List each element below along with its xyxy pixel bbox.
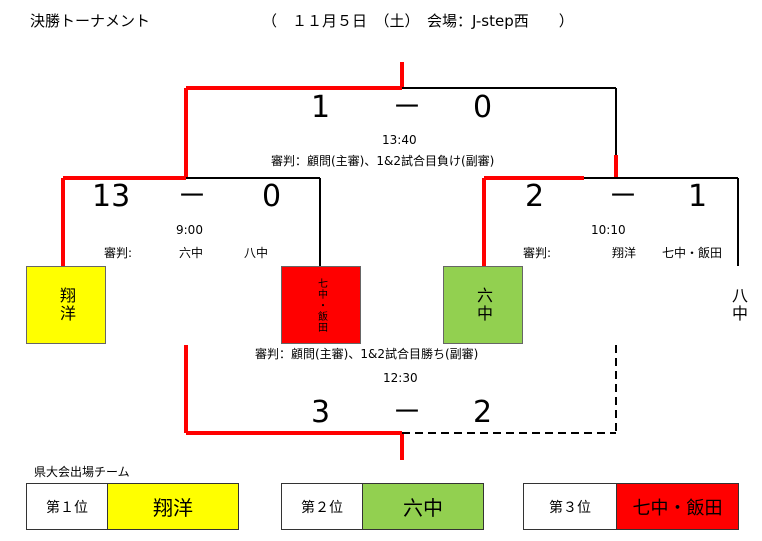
team-box-shoyo: 翔洋 <box>26 266 106 344</box>
semi1-score-left: 13 <box>92 179 131 214</box>
semi1-time: 9:00 <box>176 223 203 237</box>
rank-third: 第３位 七中・飯田 <box>523 483 739 530</box>
team-box-rokuchu: 六中 <box>443 266 523 344</box>
semi1-score-right: 0 <box>262 179 282 214</box>
team-name-nanachu: 七中・飯田 <box>315 277 327 333</box>
team-box-nanachu: 七中・飯田 <box>281 266 361 344</box>
rank-second-team: 六中 <box>363 484 483 529</box>
third-score-right: 2 <box>473 395 493 430</box>
semi2-score-right: 1 <box>688 179 708 214</box>
final-score-left: 1 <box>311 90 331 125</box>
rank-third-place: 第３位 <box>524 484 617 529</box>
third-time: 12:30 <box>383 371 418 385</box>
event-info: （ １１月５日 （土） 会場：J-step西 ） <box>262 12 574 30</box>
final-score-right: 0 <box>473 90 493 125</box>
semi2-referee-1: 翔洋 <box>612 246 637 260</box>
third-referee: 審判：顧問(主審)、1&2試合目勝ち(副審) <box>255 347 479 361</box>
semi1-referee-2: 八中 <box>244 246 269 260</box>
results-label: 県大会出場チーム <box>34 465 130 479</box>
semi2-score-dash: － <box>608 179 638 214</box>
semi1-referee-label: 審判: <box>104 246 133 260</box>
final-time: 13:40 <box>382 133 417 147</box>
semi2-referee-2: 七中・飯田 <box>662 246 723 260</box>
semi2-score-left: 2 <box>525 179 545 214</box>
team-box-hachichu: 八中 <box>722 280 754 330</box>
rank-second: 第２位 六中 <box>281 483 484 530</box>
final-referee: 審判：顧問(主審)、1&2試合目負け(副審) <box>271 154 495 168</box>
rank-first-team: 翔洋 <box>108 484 238 529</box>
rank-first: 第１位 翔洋 <box>26 483 239 530</box>
third-score-dash: － <box>392 395 422 430</box>
semi2-referee-label: 審判: <box>523 246 552 260</box>
team-name-shoyo: 翔洋 <box>57 287 76 323</box>
team-name-rokuchu: 六中 <box>474 287 493 323</box>
semi1-referee-1: 六中 <box>179 246 204 260</box>
rank-first-place: 第１位 <box>27 484 108 529</box>
page-title: 決勝トーナメント <box>30 12 151 30</box>
team-name-hachichu: 八中 <box>729 287 748 323</box>
semi2-time: 10:10 <box>591 223 626 237</box>
rank-second-place: 第２位 <box>282 484 363 529</box>
rank-third-team: 七中・飯田 <box>617 484 738 529</box>
third-score-left: 3 <box>311 395 331 430</box>
final-score-dash: － <box>392 90 422 125</box>
semi1-score-dash: － <box>177 179 207 214</box>
